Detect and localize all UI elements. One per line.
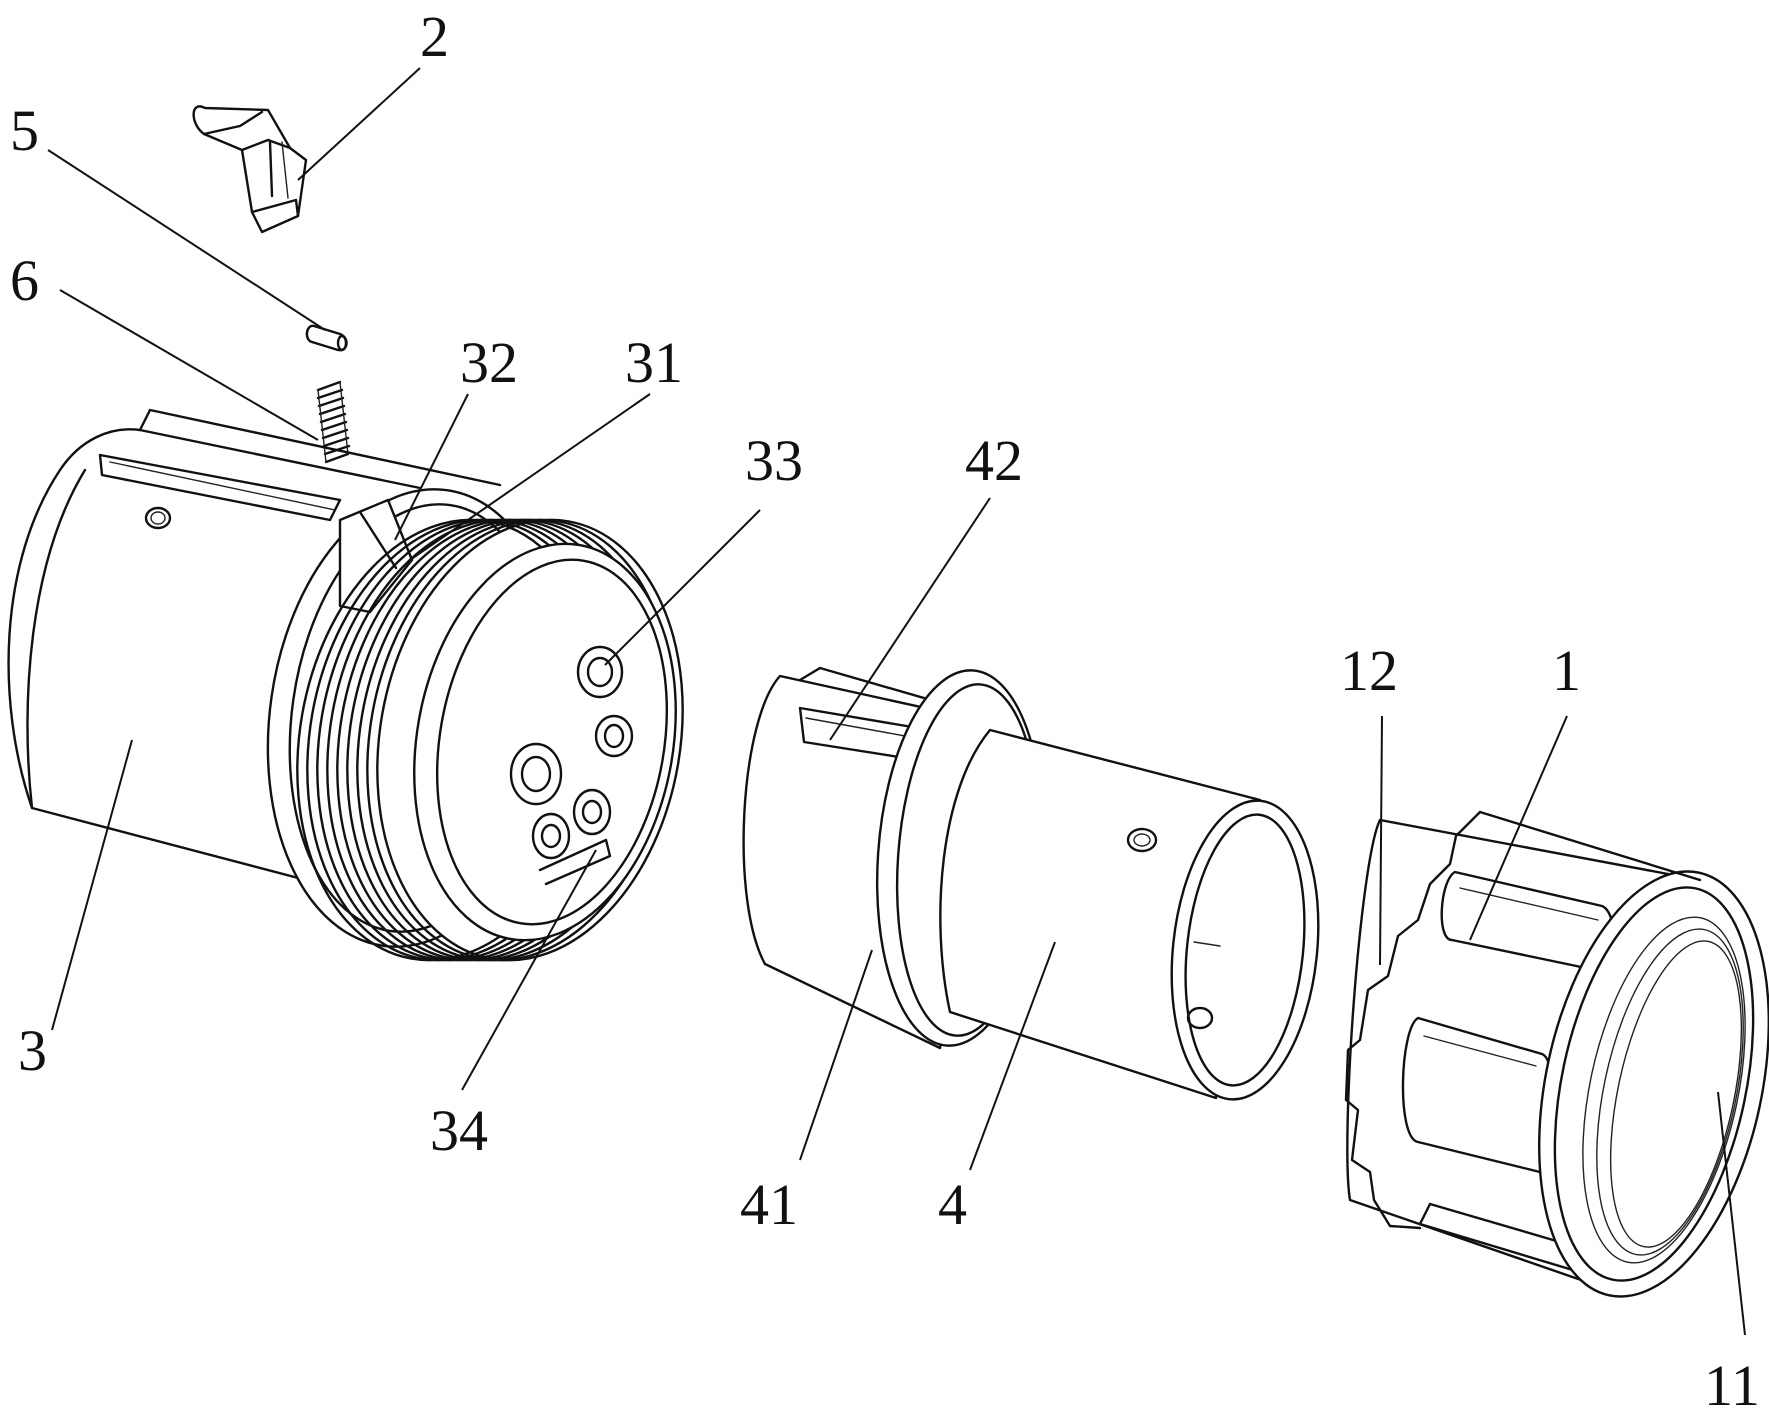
label-3: 3 xyxy=(18,1018,47,1083)
label-5: 5 xyxy=(10,98,39,163)
leader-lines xyxy=(47,67,1746,1336)
label-31: 31 xyxy=(625,330,683,395)
label-33: 33 xyxy=(745,428,803,493)
part-2-latch xyxy=(192,105,308,234)
label-6: 6 xyxy=(10,248,39,313)
label-11: 11 xyxy=(1704,1353,1760,1418)
part-1-coupling-nut xyxy=(1344,810,1769,1298)
label-4: 4 xyxy=(938,1172,967,1237)
label-12: 12 xyxy=(1340,638,1398,703)
label-42: 42 xyxy=(965,428,1023,493)
label-41: 41 xyxy=(740,1172,798,1237)
part-4-sleeve xyxy=(742,666,1320,1101)
label-2: 2 xyxy=(420,4,449,69)
label-34: 34 xyxy=(430,1098,488,1163)
label-32: 32 xyxy=(460,330,518,395)
contact-pins xyxy=(509,645,634,860)
label-1: 1 xyxy=(1552,638,1581,703)
part-5-pin xyxy=(305,324,348,352)
reference-numerals: 2 5 6 32 31 33 42 12 1 3 34 41 4 11 xyxy=(10,4,1760,1418)
part-3-housing xyxy=(7,408,684,962)
